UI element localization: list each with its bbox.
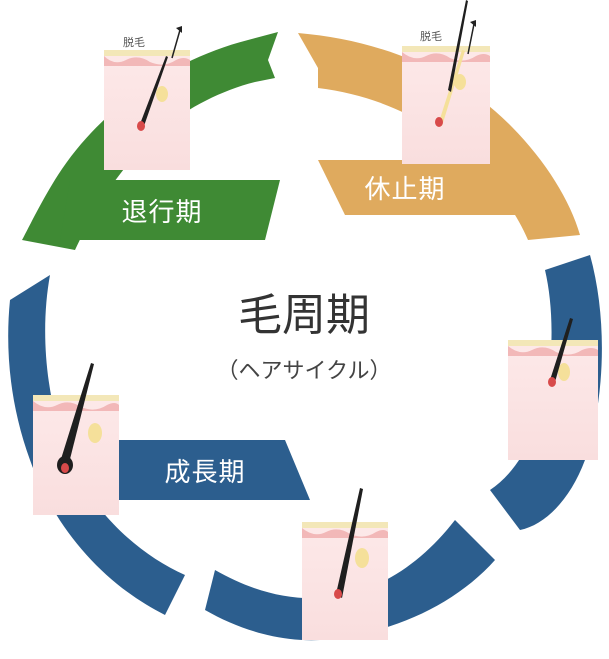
follicle-panel-anagen-left [33,363,119,515]
follicle-panel-telogen: 脱毛 [402,0,490,164]
catagen-band [60,180,280,240]
hair-shaft [550,318,573,382]
anagen-arc-bottom [205,520,495,641]
hair-removal-arrow-icon [467,20,476,55]
removal-label-2: 脱毛 [420,29,442,43]
hair-shaft [140,56,168,126]
anagen-band [95,440,310,500]
phase-label-anagen: 成長期 [164,458,245,488]
follicle-panel-anagen-bottom [302,488,388,640]
follicle-panel-anagen-right [508,318,598,460]
hair-shaft [336,488,363,598]
hair-removal-arrow-icon [171,26,182,59]
follicle-panel-catagen: 脱毛 [104,26,190,170]
phase-label-catagen: 退行期 [121,198,202,228]
hair-shaft [448,0,468,92]
diagram-subtitle: （ヘアサイクル） [217,359,392,384]
phase-label-telogen: 休止期 [364,175,445,205]
hair-shaft [61,363,94,463]
removal-label-1: 脱毛 [123,35,145,49]
telogen-band [318,160,550,215]
diagram-title: 毛周期 [238,290,370,341]
